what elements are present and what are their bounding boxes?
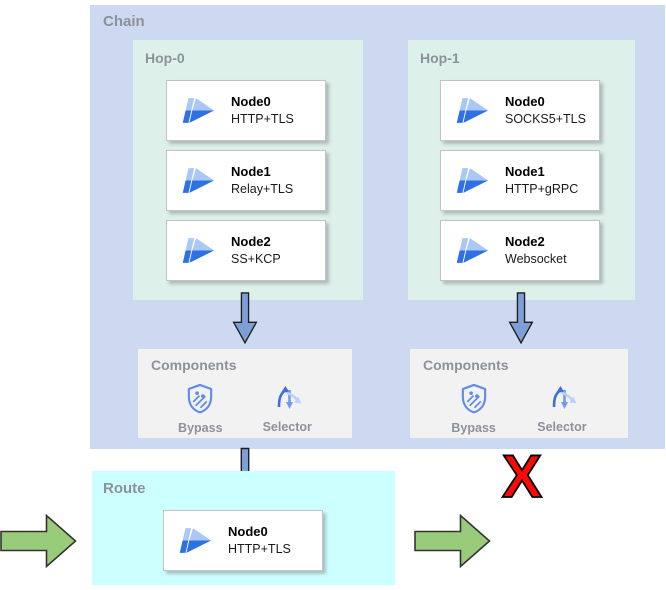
hop-0-group: Hop-0 Node0 HTTP+TLS: [133, 40, 363, 300]
node-protocol: HTTP+TLS: [228, 542, 291, 556]
flow-arrow-down-icon: [232, 292, 258, 349]
route-container: Route Node0 HTTP+TLS: [92, 471, 395, 585]
node-title: Node0: [231, 94, 271, 109]
split-arrows-icon: [547, 383, 577, 418]
bypass-item: Bypass: [178, 383, 223, 435]
reject-x-icon: X: [495, 442, 549, 511]
node-card: Node2 SS+KCP: [166, 220, 326, 281]
node-double-arrow-icon: [178, 166, 216, 195]
node-double-arrow-icon: [452, 96, 490, 125]
node-title: Node1: [231, 164, 271, 179]
bypass-label: Bypass: [451, 421, 496, 435]
split-arrows-icon: [272, 383, 302, 418]
selector-label: Selector: [537, 420, 587, 434]
node-double-arrow-icon: [175, 526, 213, 555]
node-card: Node1 Relay+TLS: [166, 150, 326, 211]
node-protocol: HTTP+gRPC: [505, 182, 579, 196]
node-title: Node0: [228, 524, 268, 539]
flow-arrow-right-icon: [414, 512, 491, 575]
node-protocol: Websocket: [505, 252, 567, 266]
chain-label: Chain: [103, 13, 145, 30]
node-protocol: Relay+TLS: [231, 182, 294, 196]
bypass-label: Bypass: [178, 421, 223, 435]
selector-item: Selector: [537, 383, 587, 435]
selector-item: Selector: [263, 383, 312, 435]
shield-dots-icon: [459, 383, 489, 419]
node-card: Node2 Websocket: [440, 220, 600, 281]
components-box-left: Components Bypass: [138, 349, 352, 438]
flow-arrow-down-icon: [508, 292, 534, 349]
route-label: Route: [103, 480, 146, 497]
node-card: Node0 HTTP+TLS: [166, 80, 326, 141]
components-box-right: Components Bypass: [410, 349, 628, 438]
hop-1-label: Hop-1: [420, 50, 460, 66]
node-protocol: SOCKS5+TLS: [505, 112, 586, 126]
node-protocol: SS+KCP: [231, 252, 281, 266]
node-title: Node2: [231, 234, 271, 249]
flow-arrow-right-icon: [0, 512, 77, 575]
node-title: Node0: [505, 94, 545, 109]
node-title: Node1: [505, 164, 545, 179]
components-label: Components: [423, 357, 509, 373]
selector-label: Selector: [262, 420, 312, 434]
node-double-arrow-icon: [178, 236, 216, 265]
node-card: Node0 SOCKS5+TLS: [440, 80, 600, 141]
components-label: Components: [151, 357, 237, 373]
shield-dots-icon: [185, 383, 215, 419]
node-title: Node2: [505, 234, 545, 249]
node-double-arrow-icon: [452, 166, 490, 195]
node-double-arrow-icon: [178, 96, 216, 125]
node-card: Node0 HTTP+TLS: [163, 510, 323, 571]
hop-1-group: Hop-1 Node0 SOCKS5+TLS: [408, 40, 635, 300]
bypass-item: Bypass: [451, 383, 496, 435]
node-card: Node1 HTTP+gRPC: [440, 150, 600, 211]
reject-x-label: X: [502, 448, 542, 502]
chain-container: Chain Hop-0 Node0 HTTP+TLS: [90, 5, 665, 449]
node-protocol: HTTP+TLS: [231, 112, 294, 126]
hop-0-label: Hop-0: [145, 50, 185, 66]
node-double-arrow-icon: [452, 236, 490, 265]
